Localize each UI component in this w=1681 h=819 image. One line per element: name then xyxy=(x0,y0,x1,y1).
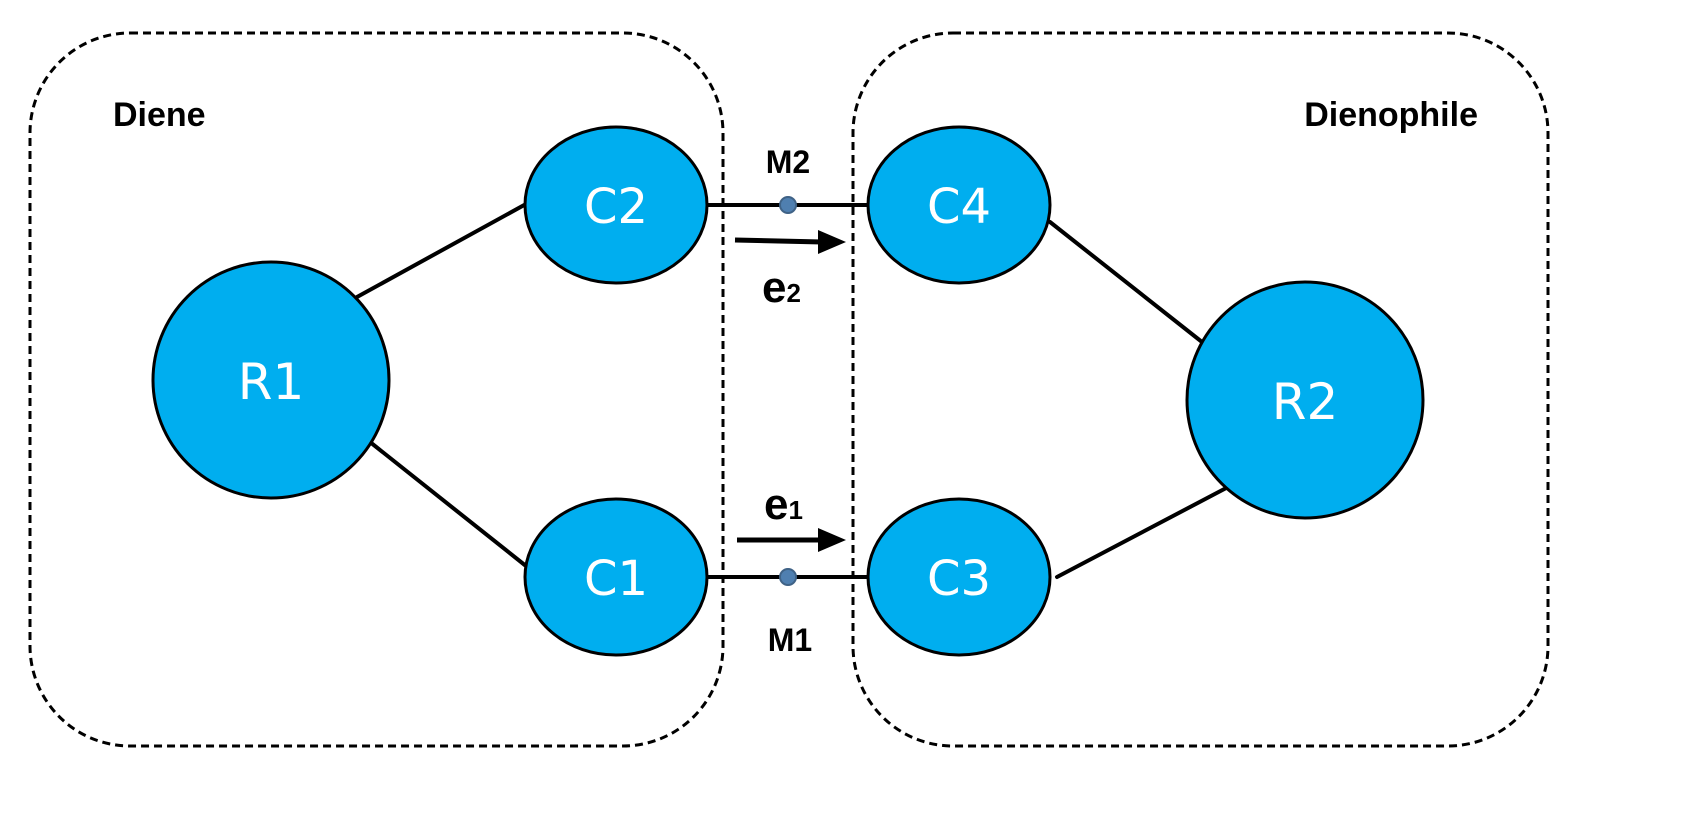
arrow-e2-shaft xyxy=(734,237,823,245)
midpoint-m2-label: M2 xyxy=(766,144,810,180)
node-r2-circle xyxy=(1185,280,1425,520)
node-c4: C4 xyxy=(866,125,1052,285)
node-r1-label: R1 xyxy=(238,353,305,411)
electron-flow-e1-subscript: 1 xyxy=(788,495,802,525)
node-c4-circle xyxy=(866,125,1052,285)
bond-r1-c2 xyxy=(355,202,528,299)
midpoint-m1-dot xyxy=(779,568,797,586)
node-c3-circle xyxy=(866,497,1052,657)
bond-c3-r2 xyxy=(1055,484,1232,579)
dienophile-title: Dienophile xyxy=(1304,96,1478,134)
dienophile-region xyxy=(851,31,1550,748)
electron-flow-e1-arrow xyxy=(737,528,846,552)
node-c3: C3 xyxy=(866,497,1052,657)
electron-flow-e2-symbol: e xyxy=(762,263,786,312)
node-c4-label: C4 xyxy=(927,179,991,235)
diene-title: Diene xyxy=(113,96,206,134)
midpoint-m2-dot xyxy=(779,196,797,214)
node-r1-circle xyxy=(151,260,391,500)
arrow-e2-head xyxy=(818,230,846,254)
arrow-e1-head xyxy=(818,528,846,552)
node-c2-circle xyxy=(523,125,709,285)
electron-flow-e2-arrow xyxy=(734,230,846,254)
node-c3-label: C3 xyxy=(927,551,991,607)
node-c2-label: C2 xyxy=(584,179,648,235)
node-c1-label: C1 xyxy=(584,551,648,607)
node-r1: R1 xyxy=(151,260,391,500)
bond-c4-r2 xyxy=(1048,220,1204,344)
electron-flow-e2-label: e2 xyxy=(762,263,801,312)
node-c1-circle xyxy=(523,497,709,657)
bond-r1-c1 xyxy=(368,440,528,568)
electron-flow-e2-subscript: 2 xyxy=(786,278,800,308)
electron-flow-e1-symbol: e xyxy=(764,480,788,529)
node-c2: C2 xyxy=(523,125,709,285)
midpoint-m1-label: M1 xyxy=(768,622,812,658)
node-r2-label: R2 xyxy=(1272,373,1339,431)
node-r2: R2 xyxy=(1185,280,1425,520)
diene-region xyxy=(28,31,725,748)
electron-flow-e1-label: e1 xyxy=(764,480,803,529)
node-c1: C1 xyxy=(523,497,709,657)
